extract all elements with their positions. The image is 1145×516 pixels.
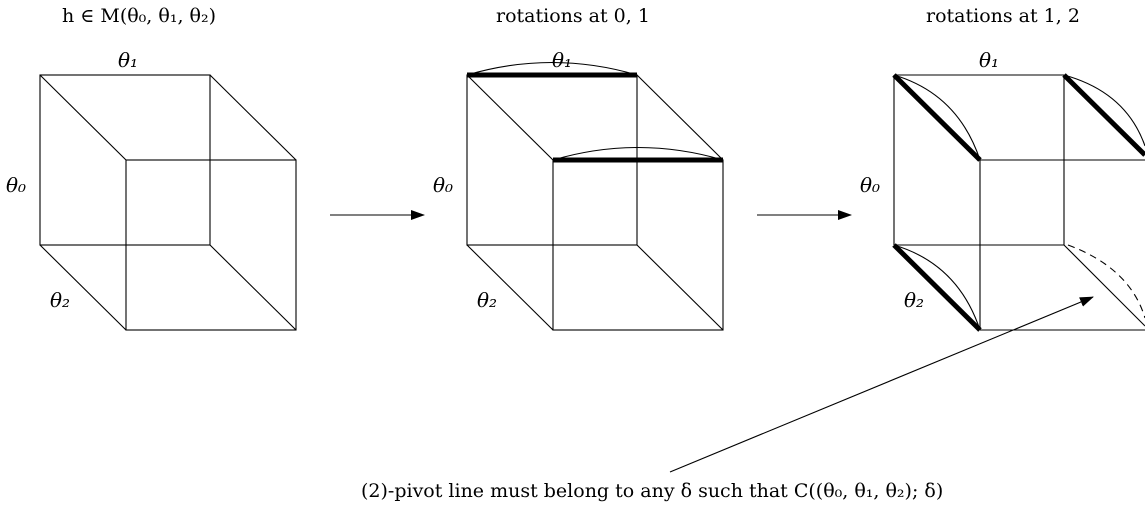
panel-1-edge-bl <box>39 244 127 331</box>
panel-3-label-theta2: θ₂ <box>904 288 924 312</box>
panel-1-front-face <box>125 159 297 331</box>
panel-2-edge-bl <box>466 244 554 331</box>
panel-2-label-theta0: θ₀ <box>433 173 453 197</box>
panel-3-rotation-arc-bl <box>893 244 981 331</box>
panel-2-edge-tl <box>466 74 554 161</box>
caption-pointer-arrow <box>669 296 1094 473</box>
panel-2: rotations at 0, 1 θ₁ θ₀ θ₂ <box>433 5 724 331</box>
panel-2-label-theta2: θ₂ <box>477 288 497 312</box>
panel-2-edge-tr <box>636 74 724 161</box>
panel-1-label-theta2: θ₂ <box>50 288 70 312</box>
panel-3-rotated-edge-bl <box>892 243 982 332</box>
panel-2-rotation-arc-back <box>466 61 638 76</box>
panel-3-rotated-edge-tr <box>1062 73 1145 157</box>
panel-3: rotations at 1, 2 θ₁ θ₀ θ₂ <box>860 5 1145 332</box>
panel-3-title: rotations at 1, 2 <box>926 5 1080 27</box>
panel-3-rotation-arc-tr <box>1063 74 1145 147</box>
panel-1-label-theta0: θ₀ <box>6 173 26 197</box>
panel-1: h ∈ M(θ₀, θ₁, θ₂) θ₁ θ₀ θ₂ <box>6 5 297 331</box>
panel-2-title: rotations at 0, 1 <box>496 5 650 27</box>
panel-3-cube <box>892 73 1145 332</box>
panel-3-pivot-line <box>1067 244 1145 319</box>
caption-text: (2)-pivot line must belong to any δ such… <box>361 480 943 502</box>
panel-2-rotation-arc-front <box>552 146 724 161</box>
panel-3-edge-br <box>1063 244 1145 327</box>
panel-1-edge-br <box>209 244 297 331</box>
panel-3-label-theta0: θ₀ <box>860 173 880 197</box>
panel-3-rotation-arc-tl <box>893 74 981 161</box>
panel-2-edge-br <box>636 244 724 331</box>
panel-1-edge-tl <box>39 74 127 161</box>
panel-1-label-theta1: θ₁ <box>118 48 138 72</box>
panel-1-cube <box>39 74 297 331</box>
panel-3-label-theta1: θ₁ <box>979 48 999 72</box>
panel-3-rotated-edge-tl <box>892 73 982 162</box>
panel-2-cube <box>466 61 724 331</box>
panel-1-edge-tr <box>209 74 297 161</box>
panel-2-label-theta1: θ₁ <box>552 48 572 72</box>
panel-1-title: h ∈ M(θ₀, θ₁, θ₂) <box>62 5 216 27</box>
